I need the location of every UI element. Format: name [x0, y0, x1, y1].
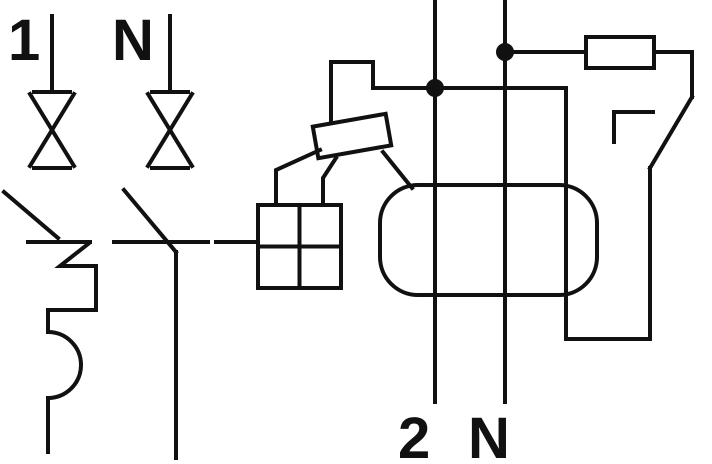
- terminal-label-1: 1: [8, 8, 40, 73]
- secondary-winding: [274, 111, 415, 207]
- terminal-label-2: 2: [398, 406, 430, 464]
- current-transformer: [378, 183, 599, 297]
- overcurrent-release: [45, 241, 98, 454]
- terminal-label-n-top: N: [112, 8, 154, 73]
- trip-relay: [214, 203, 343, 290]
- pole-n-contact: [112, 14, 210, 255]
- relay-supply-wire: [329, 60, 436, 124]
- test-switch-contact: [612, 110, 655, 144]
- test-switch-blade: [647, 94, 695, 171]
- test-circuit: [426, 35, 695, 341]
- test-resistor: [584, 35, 656, 70]
- pole-1-contact: [1, 14, 92, 244]
- terminal-label-n-bottom: N: [468, 406, 510, 464]
